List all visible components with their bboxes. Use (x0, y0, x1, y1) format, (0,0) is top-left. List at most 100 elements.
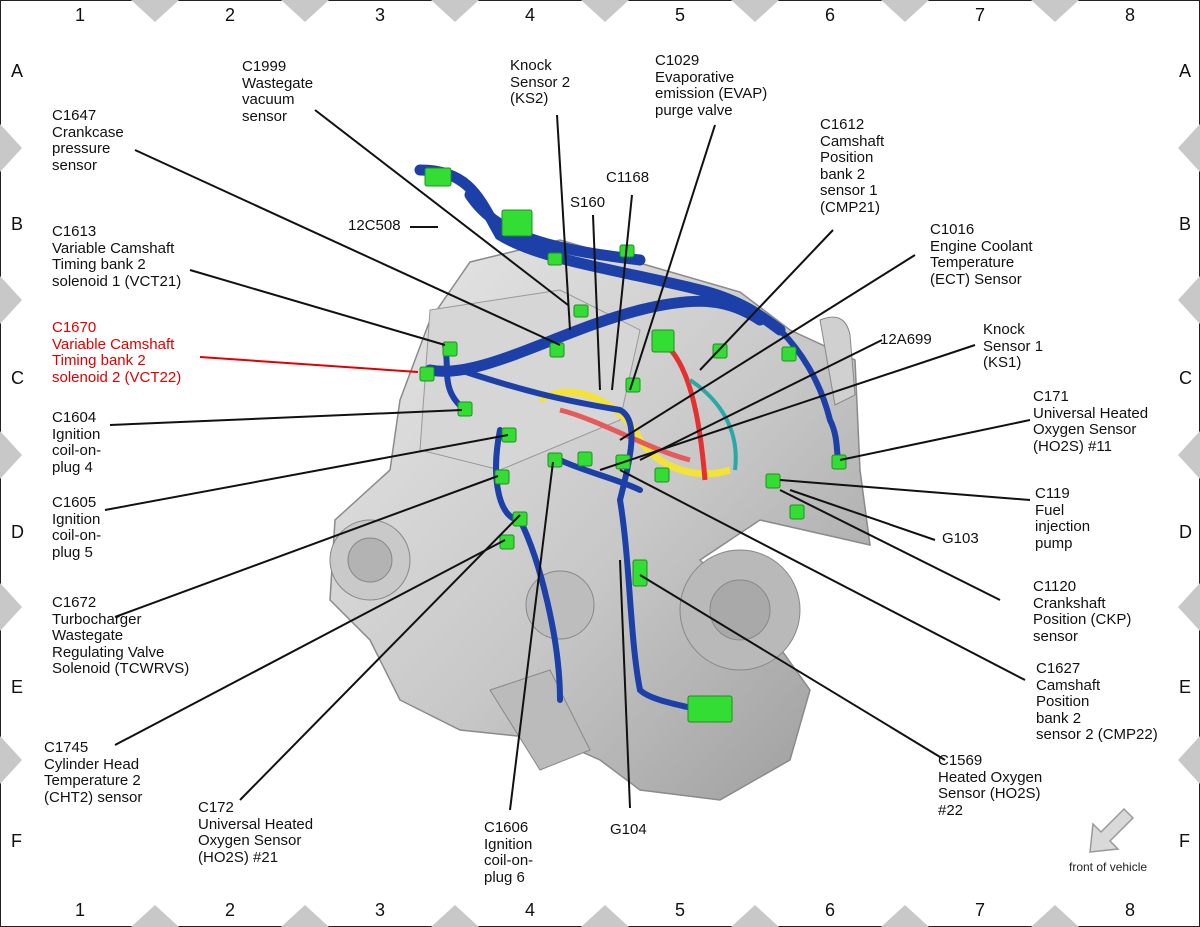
c1605-label-line: plug 5 (52, 543, 93, 561)
leader-line (779, 479, 1031, 501)
c1647-label-line: sensor (52, 156, 98, 174)
c1672-label-line: Turbocharger (52, 610, 142, 628)
c171-label-line: Universal Heated (1033, 404, 1149, 422)
c1605-label-line: coil-on- (52, 527, 102, 544)
c1016-label-line: (ECT) Sensor (930, 270, 1022, 288)
grid-tick-right (1178, 276, 1200, 324)
c119-label-line: Fuel (1035, 501, 1065, 519)
knock-sensor-2-label-line: (KS2) (510, 90, 549, 107)
front-of-vehicle-label: front of vehicle (1069, 860, 1148, 874)
g103-label-line: G103 (942, 530, 979, 547)
grid-column-label-bottom: 2 (225, 900, 236, 920)
c1168-label-line: C1168 (606, 169, 650, 186)
c1605-label-line: Ignition (52, 510, 101, 528)
leader-line (619, 254, 916, 441)
wiring-harness-segment (557, 457, 643, 493)
leader-line (104, 434, 509, 511)
grid-tick-bottom (431, 905, 479, 927)
grid-tick-right (1178, 583, 1200, 631)
connector-marker (573, 304, 589, 318)
c1612-label-line: bank 2 (820, 165, 866, 183)
grid-column-label-top: 6 (825, 5, 836, 25)
grid-tick-bottom (581, 905, 629, 927)
s160-label: S160 (570, 194, 605, 212)
c1627-label-line: sensor 2 (CMP22) (1036, 726, 1158, 743)
red-hose (559, 407, 691, 463)
c1612-label-line: sensor 1 (820, 182, 878, 199)
connector-marker (512, 511, 528, 527)
leader-line (599, 344, 976, 471)
c1999-label-line: sensor (242, 107, 288, 125)
grid-row-label-right: B (1179, 214, 1192, 234)
grid-tick-top (431, 0, 479, 22)
connector-marker (654, 467, 670, 483)
c171-label-line: (HO2S) #11 (1033, 437, 1112, 455)
c1612-label-line: C1612 (820, 116, 865, 133)
grid-column-label-bottom: 4 (525, 900, 536, 920)
direction-arrow-icon (1089, 807, 1135, 853)
c1613-label-line: solenoid 1 (VCT21) (52, 272, 182, 290)
c1029-label-line: purge valve (655, 101, 733, 119)
grid-tick-top (131, 0, 179, 22)
grid-row-label-right: A (1179, 61, 1192, 81)
c1569-label-line: #22 (938, 801, 964, 819)
grid-column-label-top: 4 (525, 5, 536, 25)
c1672-label-line: Regulating Valve (52, 643, 165, 661)
grid-column-label-top: 5 (675, 5, 686, 25)
c172-label-line: Universal Heated (198, 815, 314, 833)
connector-marker (419, 366, 435, 382)
c1627-label-line: Position (1036, 693, 1090, 710)
grid-row-label-left: B (11, 214, 24, 234)
leader-line (314, 109, 569, 306)
c1745-label-line: (CHT2) sensor (44, 788, 143, 806)
c1016-label-line: C1016 (930, 221, 975, 238)
connector-marker (424, 167, 452, 187)
grid-tick-top (1031, 0, 1079, 22)
leader-line (109, 409, 463, 426)
grid-tick-top (281, 0, 329, 22)
knock-sensor-1-label-line: (KS1) (983, 354, 1022, 371)
c1569-label-line: Sensor (HO2S) (938, 785, 1041, 802)
leader-line (839, 419, 1031, 461)
c1606-label-line: coil-on- (484, 852, 534, 869)
grid-row-label-left: C (11, 368, 24, 388)
leader-line (114, 475, 499, 618)
grid-tick-left (0, 736, 22, 784)
g104-label-line: G104 (610, 821, 647, 838)
grid-column-label-bottom: 8 (1125, 900, 1136, 920)
grid-row-label-left: F (11, 831, 22, 851)
grid-tick-bottom (881, 905, 929, 927)
c1120-label-line: C1120 (1033, 578, 1077, 595)
12c508-label: 12C508 (348, 217, 401, 235)
c171-label-line: Oxygen Sensor (1033, 421, 1137, 438)
c1627-label-line: C1627 (1036, 660, 1081, 677)
grid-tick-right (1178, 736, 1200, 784)
leader-line (134, 149, 561, 346)
grid-tick-top (881, 0, 929, 22)
leader-line (509, 461, 554, 811)
c1604-label-line: Ignition (52, 425, 101, 443)
g104-label: G104 (610, 821, 647, 839)
c1627-label-line: Camshaft (1036, 676, 1101, 694)
c1120-label-line: Position (CKP) (1033, 611, 1132, 628)
leader-line (629, 124, 716, 391)
c1612-label-line: Camshaft (820, 132, 885, 150)
grid-row-label-left: D (11, 522, 24, 542)
alternator-pulley-shape (347, 537, 393, 583)
grid-row-label-left: E (11, 677, 24, 697)
c1999-label-line: C1999 (242, 58, 287, 75)
c1168-label: C1168 (606, 169, 650, 187)
c1029-label-line: emission (EVAP) (655, 85, 768, 102)
leader-line (639, 339, 883, 461)
c1672-label-line: C1672 (52, 594, 97, 611)
c119-label-line: injection (1035, 518, 1091, 535)
c1670-label-line: solenoid 2 (VCT22) (52, 368, 182, 386)
grid-row-label-right: E (1179, 677, 1192, 697)
